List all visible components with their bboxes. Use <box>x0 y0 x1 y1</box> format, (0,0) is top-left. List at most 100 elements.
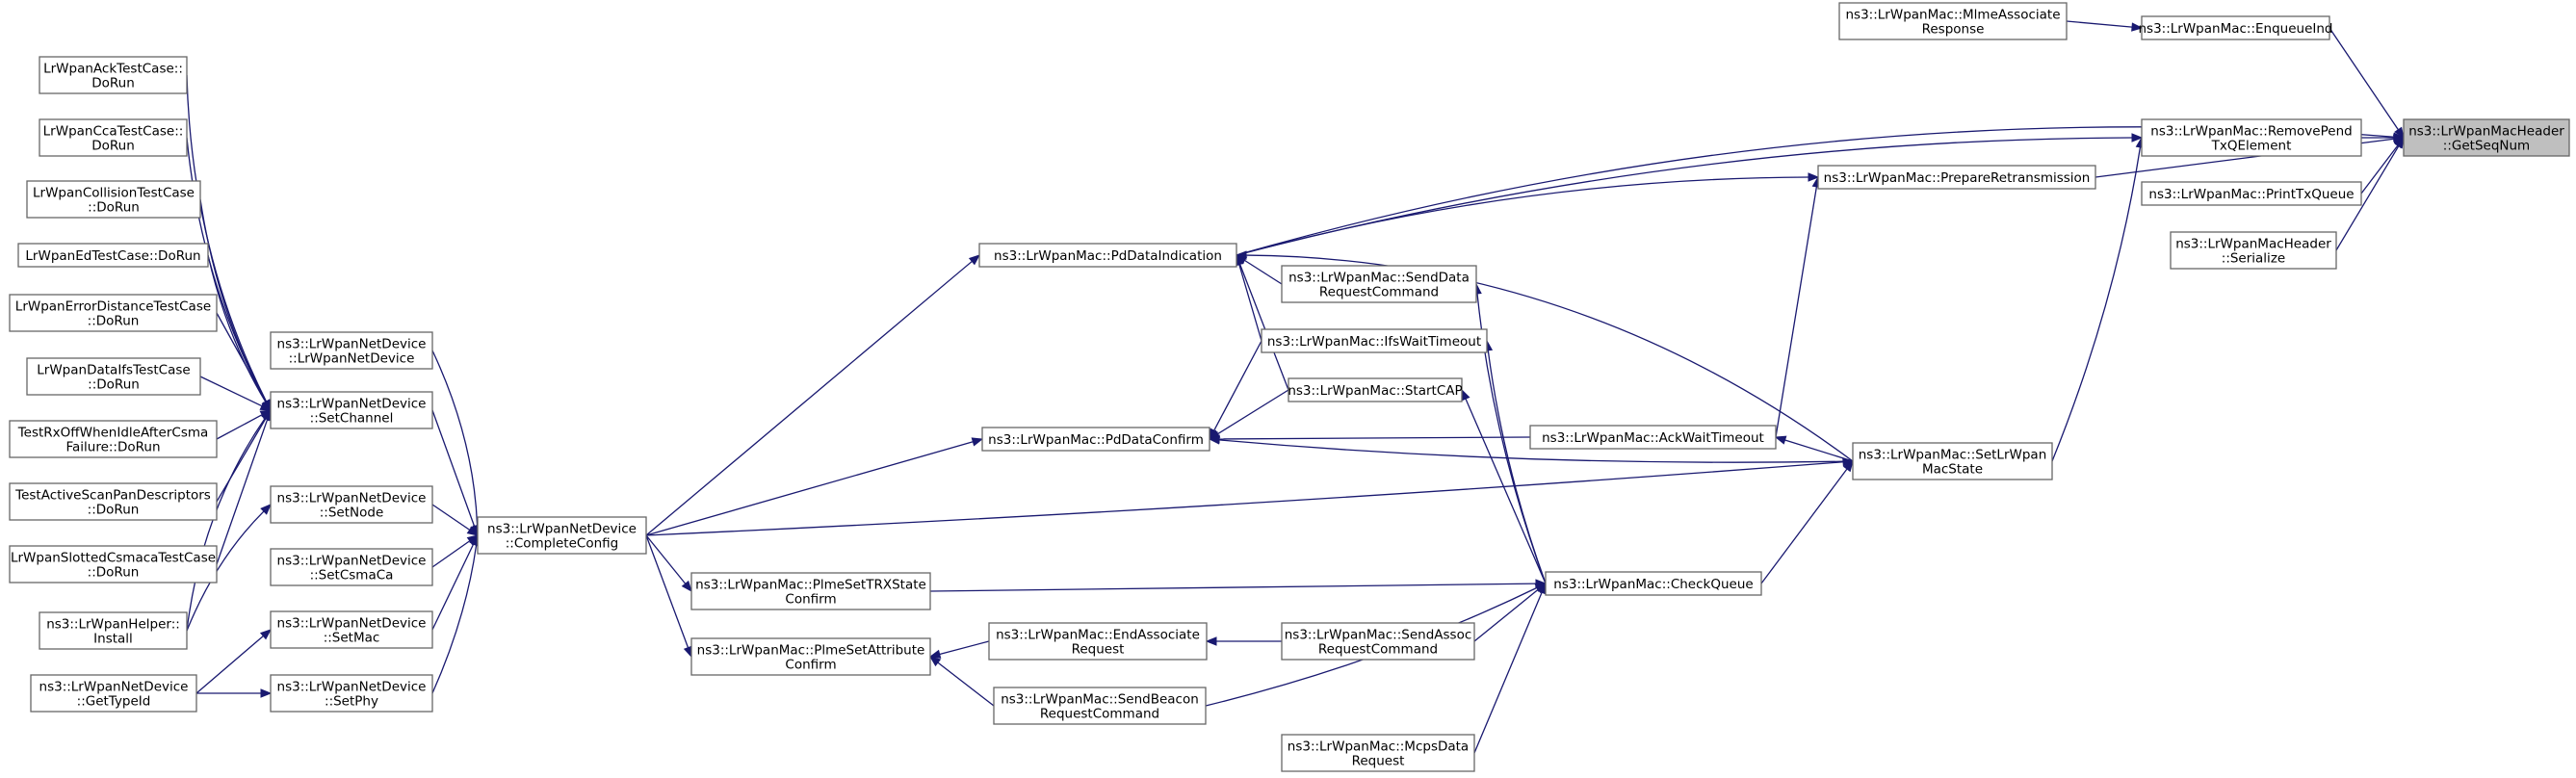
graph-node-label: ns3::LrWpanNetDevice <box>277 680 427 695</box>
graph-node-checkqueue[interactable]: ns3::LrWpanMac::CheckQueue <box>1545 571 1762 596</box>
graph-edge-arrowhead <box>683 645 692 659</box>
graph-edge-arrowhead <box>2131 22 2144 32</box>
graph-node-completeconfig[interactable]: ns3::LrWpanNetDevice::CompleteConfig <box>477 516 647 555</box>
graph-node-box <box>993 687 1207 725</box>
graph-node-box <box>26 180 201 219</box>
graph-edge-arrowhead <box>971 437 984 447</box>
graph-node-label: ::DoRun <box>88 314 140 329</box>
graph-node-pddataindication[interactable]: ns3::LrWpanMac::PdDataIndication <box>978 243 1237 268</box>
graph-node-acktest[interactable]: LrWpanAckTestCase::DoRun <box>39 56 188 94</box>
graph-node-collisiontest[interactable]: LrWpanCollisionTestCase::DoRun <box>26 180 201 219</box>
graph-edge <box>1760 468 1848 584</box>
graph-node-label: ns3::LrWpanMac::McpsData <box>1288 739 1469 755</box>
graph-node-startcap[interactable]: ns3::LrWpanMac::StartCAP <box>1288 377 1463 402</box>
graph-node-dataifstest[interactable]: LrWpanDataIfsTestCase::DoRun <box>26 357 201 396</box>
graph-edge <box>431 544 478 694</box>
graph-node-label: ns3::LrWpanMacHeader <box>2408 124 2564 140</box>
graph-edge <box>645 534 687 584</box>
graph-edge <box>216 414 263 440</box>
graph-edge <box>199 376 263 407</box>
graph-node-pddataconfirm[interactable]: ns3::LrWpanMac::PdDataConfirm <box>981 427 1210 452</box>
graph-edge-arrowhead <box>2394 126 2405 140</box>
graph-node-slottedcsmatest[interactable]: LrWpanSlottedCsmacaTestCase::DoRun <box>9 545 218 584</box>
graph-node-acktimeout[interactable]: ns3::LrWpanMac::AckWaitTimeout <box>1529 425 1777 450</box>
graph-node-ccatest[interactable]: LrWpanCcaTestCase::DoRun <box>39 118 188 157</box>
graph-edge <box>1238 264 1262 342</box>
graph-node-box <box>39 56 188 94</box>
graph-node-edtest[interactable]: LrWpanEdTestCase::DoRun <box>17 243 209 268</box>
graph-node-label: ::GetTypeId <box>77 694 151 710</box>
graph-node-box <box>2141 15 2330 40</box>
graph-node-errordisttest[interactable]: LrWpanErrorDistanceTestCase::DoRun <box>9 294 218 332</box>
graph-node-label: ns3::LrWpanMac::PlmeSetAttribute <box>697 643 925 659</box>
graph-node-box <box>1545 571 1762 596</box>
graph-node-label: ns3::LrWpanMac::PrintTxQueue <box>2148 187 2354 202</box>
graph-node-label: RequestCommand <box>1318 642 1438 658</box>
graph-node-label: ::GetSeqNum <box>2443 139 2530 154</box>
graph-node-setnode[interactable]: ns3::LrWpanNetDevice::SetNode <box>270 485 433 524</box>
graph-node-label: Request <box>1352 754 1405 769</box>
graph-edge <box>2051 146 2142 462</box>
graph-node-label: ns3::LrWpanNetDevice <box>277 397 427 412</box>
graph-edge <box>1236 176 1809 256</box>
graph-node-setcsmaca[interactable]: ns3::LrWpanNetDevice::SetCsmaCa <box>270 548 433 586</box>
graph-node-gettypeid[interactable]: ns3::LrWpanNetDevice::GetTypeId <box>30 674 197 713</box>
graph-node-box <box>1852 442 2053 480</box>
graph-node-prepareretrans[interactable]: ns3::LrWpanMac::PrepareRetransmission <box>1817 165 2096 190</box>
graph-edge-arrowhead <box>259 402 273 411</box>
graph-node-label: RequestCommand <box>1040 707 1159 722</box>
graph-node-netdevicector[interactable]: ns3::LrWpanNetDevice::LrWpanNetDevice <box>270 331 433 370</box>
graph-edge <box>1473 588 1539 642</box>
graph-edge <box>431 350 479 527</box>
graph-node-box <box>1281 622 1475 661</box>
graph-node-box <box>1529 425 1777 450</box>
graph-node-label: LrWpanCollisionTestCase <box>33 186 195 201</box>
graph-node-box <box>690 572 931 610</box>
graph-edge <box>216 418 267 503</box>
graph-node-box <box>690 637 931 676</box>
graph-edge-arrowhead <box>1208 434 1220 444</box>
graph-node-serialize[interactable]: ns3::LrWpanMacHeader::Serialize <box>2170 231 2337 270</box>
graph-node-enqueueind[interactable]: ns3::LrWpanMac::EnqueueInd <box>2138 15 2333 40</box>
graph-edge <box>645 461 1844 536</box>
graph-edge-arrowhead <box>1235 250 1247 260</box>
graph-node-label: Request <box>1072 642 1125 658</box>
graph-node-label: DoRun <box>91 76 135 91</box>
graph-edge-arrowhead <box>2394 136 2405 149</box>
graph-node-setchannel[interactable]: ns3::LrWpanNetDevice::SetChannel <box>270 391 433 429</box>
graph-edge-arrowhead <box>466 526 480 536</box>
graph-node-label: ::DoRun <box>88 200 140 216</box>
graph-node-ifswaittimeout[interactable]: ns3::LrWpanMac::IfsWaitTimeout <box>1261 328 1488 353</box>
graph-edge-arrowhead <box>261 408 272 422</box>
graph-node-box <box>270 331 433 370</box>
graph-node-box <box>2170 231 2337 270</box>
graph-node-label: ns3::LrWpanMac::EndAssociate <box>996 628 1200 643</box>
graph-node-setphy[interactable]: ns3::LrWpanNetDevice::SetPhy <box>270 674 433 713</box>
graph-edge <box>1244 259 1283 285</box>
graph-node-label: ::SetChannel <box>310 411 394 427</box>
graph-node-label: ::SetMac <box>324 631 380 646</box>
graph-node-label: ns3::LrWpanMac::IfsWaitTimeout <box>1267 334 1481 350</box>
graph-node-label: LrWpanDataIfsTestCase <box>37 363 190 378</box>
graph-node-label: ns3::LrWpanNetDevice <box>277 616 427 632</box>
graph-edge-arrowhead <box>2131 133 2144 143</box>
graph-node-activescantest[interactable]: TestActiveScanPanDescriptors::DoRun <box>9 482 218 521</box>
graph-node-box <box>2141 118 2362 157</box>
graph-node-helperinstall[interactable]: ns3::LrWpanHelper::Install <box>39 611 188 650</box>
graph-node-printtxqueue[interactable]: ns3::LrWpanMac::PrintTxQueue <box>2141 181 2362 206</box>
graph-node-setmac[interactable]: ns3::LrWpanNetDevice::SetMac <box>270 610 433 649</box>
graph-node-box <box>1288 377 1463 402</box>
graph-edge <box>645 534 690 648</box>
graph-node-label: LrWpanEdTestCase::DoRun <box>25 248 200 264</box>
